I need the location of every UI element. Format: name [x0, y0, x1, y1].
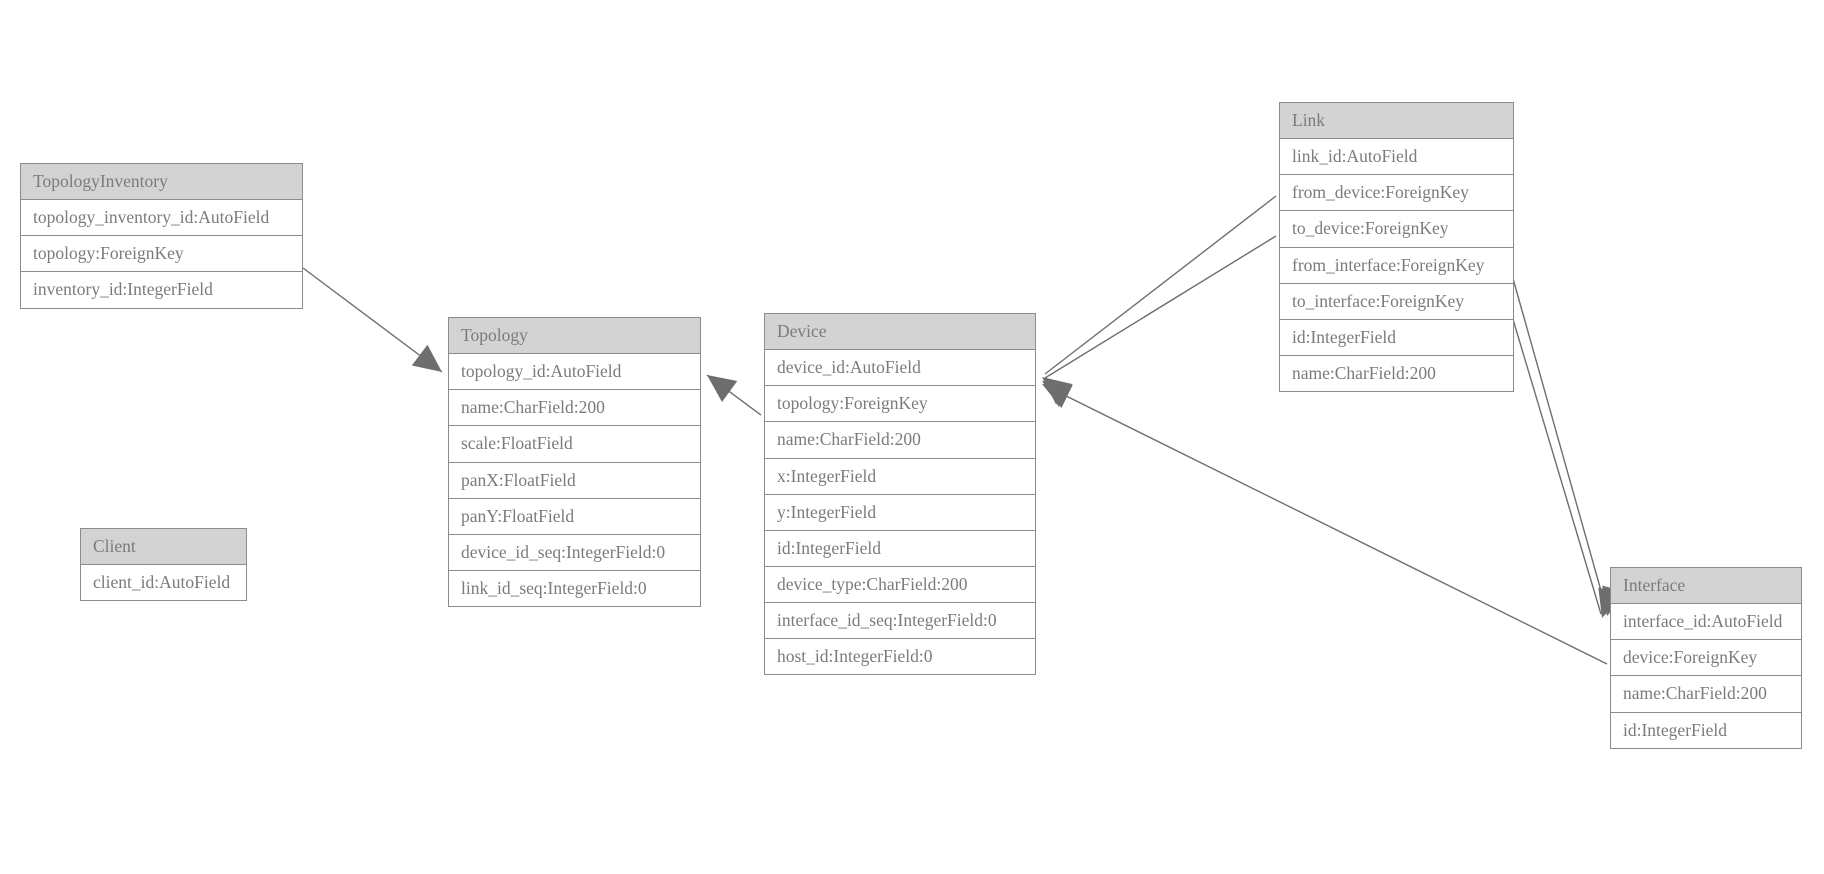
entity-title-topologyinventory: TopologyInventory — [21, 164, 302, 201]
relationship-arrowhead — [411, 344, 442, 372]
entity-field: topology:ForeignKey — [21, 236, 302, 273]
entity-field: name:CharField:200 — [765, 422, 1035, 459]
entity-field: from_interface:ForeignKey — [1280, 247, 1513, 284]
relationship-line — [1511, 315, 1602, 615]
entity-title-topology: Topology — [449, 318, 700, 355]
entity-field: topology:ForeignKey — [765, 386, 1035, 423]
entity-field: device_id:AutoField — [765, 350, 1035, 387]
relationship-arrowhead — [1042, 377, 1073, 405]
entity-title-link: Link — [1280, 103, 1513, 140]
relationship-link-to-interface — [1511, 315, 1624, 618]
entity-field: device_id_seq:IntegerField:0 — [449, 534, 700, 571]
entity-field: id:IntegerField — [765, 530, 1035, 567]
entity-title-client: Client — [81, 529, 246, 566]
relationship-link-to-device — [1042, 235, 1277, 407]
relationship-link-from-device — [1042, 195, 1277, 405]
entity-field: to_device:ForeignKey — [1280, 211, 1513, 248]
entity-field: from_device:ForeignKey — [1280, 175, 1513, 212]
entity-field: inventory_id:IntegerField — [21, 272, 302, 308]
entity-field: id:IntegerField — [1280, 319, 1513, 356]
relationship-line — [1044, 195, 1277, 375]
relationship-interface-device — [1042, 384, 1608, 665]
relationship-line — [706, 374, 762, 416]
relationship-arrowhead — [1042, 384, 1073, 408]
entity-field: device:ForeignKey — [1611, 640, 1801, 677]
entity-field: link_id_seq:IntegerField:0 — [449, 570, 700, 606]
entity-field: name:CharField:200 — [449, 390, 700, 427]
entity-field: name:CharField:200 — [1611, 676, 1801, 713]
relationship-line — [302, 267, 443, 373]
entity-field: client_id:AutoField — [81, 565, 246, 601]
relationship-arrowhead — [707, 375, 738, 402]
relationship-device-topology — [706, 374, 762, 416]
relationship-topologyinventory-topology — [302, 267, 443, 373]
entity-field: scale:FloatField — [449, 426, 700, 463]
entity-field: panX:FloatField — [449, 462, 700, 499]
relationship-line — [1045, 385, 1608, 665]
entity-field: device_type:CharField:200 — [765, 566, 1035, 603]
entity-field: id:IntegerField — [1611, 712, 1801, 748]
relationship-arrowhead — [1042, 381, 1073, 407]
entity-title-interface: Interface — [1611, 568, 1801, 605]
relationship-line — [1044, 235, 1277, 379]
entity-field: y:IntegerField — [765, 494, 1035, 531]
relationship-line — [1511, 274, 1608, 613]
entity-field: interface_id_seq:IntegerField:0 — [765, 603, 1035, 640]
entity-field: topology_id:AutoField — [449, 354, 700, 391]
entity-field: interface_id:AutoField — [1611, 604, 1801, 641]
entity-field: name:CharField:200 — [1280, 355, 1513, 391]
entity-title-device: Device — [765, 314, 1035, 351]
entity-field: host_id:IntegerField:0 — [765, 639, 1035, 675]
entity-field: topology_inventory_id:AutoField — [21, 200, 302, 237]
entity-field: to_interface:ForeignKey — [1280, 283, 1513, 320]
entity-field: panY:FloatField — [449, 498, 700, 535]
entity-field: link_id:AutoField — [1280, 139, 1513, 176]
entity-field: x:IntegerField — [765, 458, 1035, 495]
